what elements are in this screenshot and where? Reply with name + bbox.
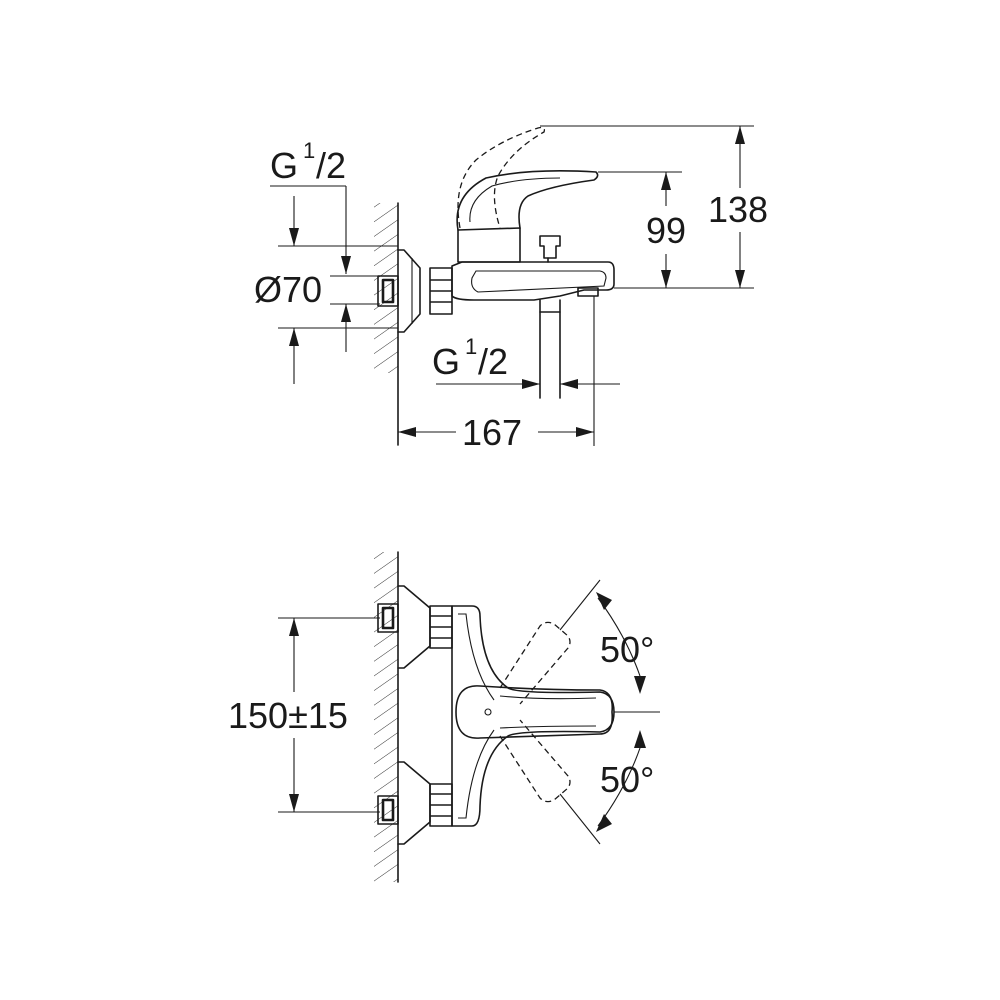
eccentric-inner-lower: [381, 798, 395, 822]
lever-top-dot: [484, 708, 492, 716]
label-g-lower-den: /2: [478, 341, 508, 382]
arrow-g-upper: [341, 256, 351, 274]
diverter-knob: [539, 235, 561, 259]
arrow-angle-down-end: [596, 814, 612, 832]
label-g-upper: G: [270, 145, 298, 186]
arrow-angle-up-end: [596, 592, 612, 610]
angle-ext-up: [559, 579, 601, 631]
flange-lower: [397, 761, 431, 845]
arrow-g-outlet-right: [560, 379, 578, 389]
mixer-body-top: [451, 605, 615, 827]
lever-handle-raised: [457, 126, 546, 229]
eccentric-nut: [377, 275, 399, 307]
arrow-70-top: [289, 228, 299, 246]
arrow-150-top: [289, 618, 299, 636]
wall-hatch-lower: [374, 552, 398, 882]
aerator: [577, 287, 599, 297]
label-g-lower-num: 1: [465, 334, 477, 359]
eccentric-nut-lower: [377, 795, 399, 825]
arrow-angle-down-start: [634, 730, 646, 748]
arrow-138-bottom: [735, 270, 745, 288]
arrow-167-right: [576, 427, 594, 437]
label-center-distance: 150±15: [228, 695, 348, 736]
label-angle-lower: 50°: [600, 759, 654, 800]
arrow-99-top: [661, 172, 671, 190]
lever-housing: [457, 227, 521, 263]
label-spout-height: 99: [646, 210, 686, 251]
label-flange-diameter: Ø70: [254, 269, 322, 310]
eccentric-inner-upper: [381, 606, 395, 630]
lever-highlight: [469, 177, 561, 223]
lever-top-highlight: [499, 695, 597, 729]
label-g-upper-num: 1: [303, 138, 315, 163]
lever-top: [455, 685, 614, 739]
mixer-body: [451, 261, 615, 301]
label-g-upper-den: /2: [316, 145, 346, 186]
hex-nut: [429, 267, 453, 315]
label-total-height: 138: [708, 189, 768, 230]
top-view: 50° 50° 150±15: [228, 551, 660, 883]
wall-flange: [397, 249, 421, 333]
label-angle-upper: 50°: [600, 629, 654, 670]
lever-handle: [456, 170, 599, 231]
arrow-g-outlet-left: [522, 379, 540, 389]
arrow-99-bottom: [661, 270, 671, 288]
hex-nut-lower: [429, 783, 453, 827]
arrow-70-bottom: [289, 328, 299, 346]
arrow-150-bottom: [289, 794, 299, 812]
arrow-138-top: [735, 126, 745, 144]
spout-highlight: [471, 270, 607, 293]
eccentric-nut-inner: [381, 278, 395, 304]
arrow-167-left: [398, 427, 416, 437]
shower-outlet: [539, 299, 561, 313]
flange-upper: [397, 585, 431, 669]
arrow-angle-up-start: [634, 676, 646, 694]
side-view: Ø70 G 1 /2 G 1 /2 167 99: [254, 125, 768, 453]
angle-ext-down: [559, 793, 601, 845]
body-contours: [458, 613, 495, 819]
label-g-lower: G: [432, 341, 460, 382]
hex-nut-upper: [429, 605, 453, 649]
label-projection: 167: [462, 412, 522, 453]
arrow-g-lower: [341, 304, 351, 322]
